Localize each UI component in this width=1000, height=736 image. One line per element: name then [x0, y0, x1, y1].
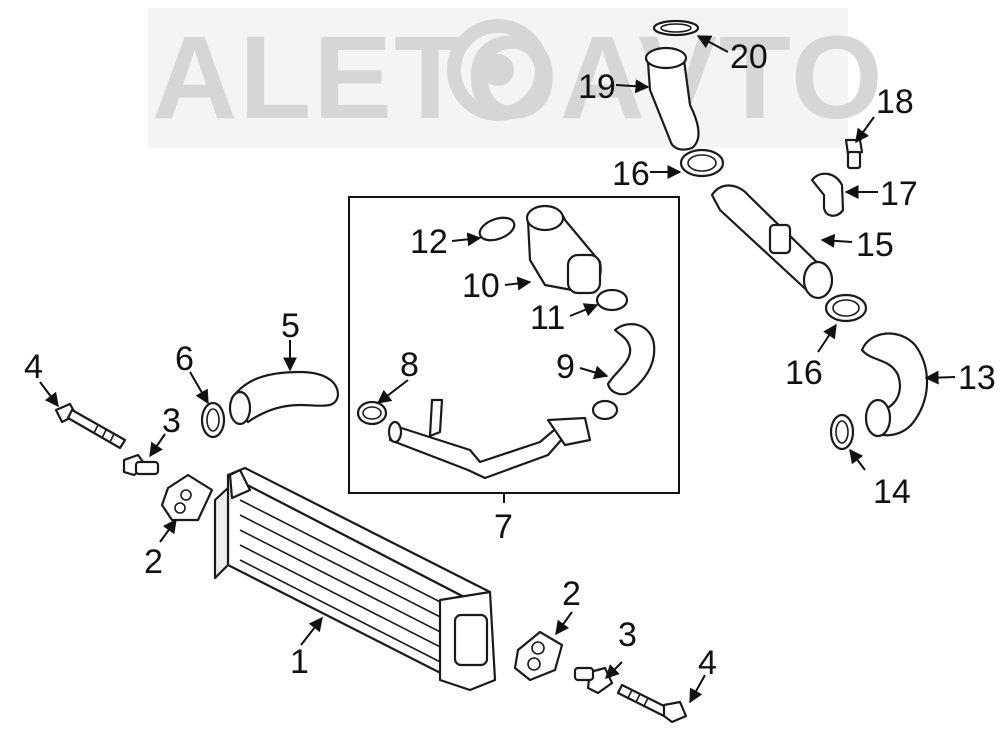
connector-17: [810, 172, 845, 217]
kit-box-7: [348, 196, 680, 494]
callout-12: 12: [410, 223, 448, 261]
hose-5: [228, 370, 340, 426]
callout-8: 8: [400, 346, 419, 384]
callout-3-left: 3: [162, 402, 181, 440]
callout-20: 20: [730, 38, 768, 76]
callout-17: 17: [880, 175, 918, 213]
gear-icon: [447, 19, 549, 121]
hose-13: [860, 332, 929, 438]
long-bolt-4-right: [616, 683, 688, 724]
o-ring-14: [829, 413, 855, 451]
clamp-11: [595, 288, 629, 312]
callout-14: 14: [873, 473, 911, 511]
seal-12: [478, 216, 516, 242]
callout-4-right: 4: [698, 644, 717, 682]
callout-16-lower: 16: [785, 354, 823, 392]
callout-2-right: 2: [562, 575, 581, 613]
callout-6: 6: [175, 340, 194, 378]
mounting-pad-right: [513, 630, 564, 682]
callout-19: 19: [578, 68, 616, 106]
callout-7: 7: [494, 508, 513, 546]
callout-9: 9: [556, 348, 575, 386]
callout-16-upper: 16: [612, 155, 650, 193]
clamp-16-upper: [679, 148, 725, 178]
intercooler-core: [213, 466, 497, 692]
callout-2-left: 2: [144, 543, 163, 581]
callout-4-left: 4: [24, 348, 43, 386]
mounting-pad-left: [160, 473, 214, 522]
callout-15: 15: [856, 226, 894, 264]
callout-labels: 1 2 2 3 3 4 4 5 6 7 8 9 10 11 12 13 14 1…: [24, 38, 996, 682]
callout-3-right: 3: [618, 616, 637, 654]
clamp-8: [356, 400, 388, 426]
long-bolt-4-left: [54, 402, 127, 450]
outlet-housing-10: [525, 204, 602, 295]
tube-assembly: [387, 398, 592, 480]
clamp-16-lower: [824, 293, 868, 323]
bolt-3-right: [573, 666, 614, 695]
callout-5: 5: [281, 307, 300, 345]
callout-13: 13: [958, 359, 996, 397]
bolt-18: [844, 138, 864, 170]
o-ring-6: [200, 401, 226, 439]
clamp-small: [591, 399, 619, 421]
callout-1: 1: [290, 643, 309, 681]
callout-11: 11: [530, 299, 565, 337]
callout-18: 18: [876, 83, 914, 121]
callout-10: 10: [462, 267, 500, 305]
hose-9: [606, 323, 656, 396]
watermark-logo: ALETOAVTO: [148, 8, 883, 148]
bolt-3-left: [122, 453, 160, 477]
leader-lines: [39, 35, 956, 704]
pipe-15: [710, 184, 834, 300]
pipe-19: [644, 46, 700, 151]
